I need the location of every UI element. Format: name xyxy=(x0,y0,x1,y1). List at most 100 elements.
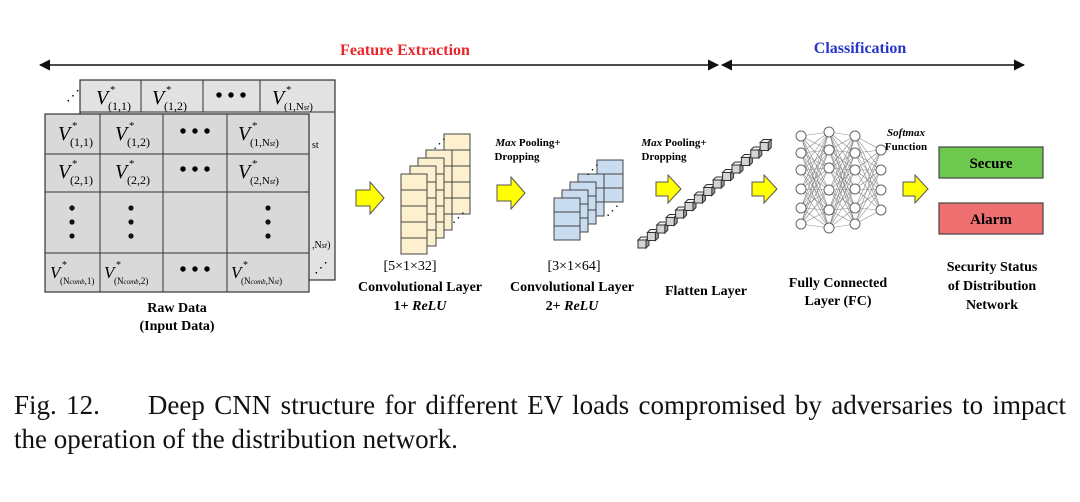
fc-neuron xyxy=(823,126,835,138)
svg-text:(1,1): (1,1) xyxy=(108,99,131,113)
fc-connection xyxy=(800,189,830,225)
conv1-activation-label: 1+ ReLU xyxy=(394,299,448,314)
svg-text:*: * xyxy=(72,120,78,132)
figure-caption-text: Deep CNN structure for different EV load… xyxy=(14,390,1066,454)
svg-text:*: * xyxy=(110,84,116,96)
flatten-cube xyxy=(750,149,760,159)
fc-connection xyxy=(800,131,830,154)
svg-text:*: * xyxy=(116,260,121,271)
fc-connection xyxy=(828,167,856,209)
svg-text:(1,1): (1,1) xyxy=(70,135,93,149)
svg-text:• • •: • • • xyxy=(179,121,210,143)
flatten-cube xyxy=(665,217,675,226)
fc-connection xyxy=(854,189,882,225)
conv1-feature-maps xyxy=(400,133,471,255)
svg-text:V: V xyxy=(58,123,73,145)
fc-connection xyxy=(828,149,856,209)
fc-neuron xyxy=(795,218,807,230)
security-status-label-line3: Network xyxy=(966,298,1018,313)
fc-connection xyxy=(800,135,830,191)
svg-text:,Nst): ,Nst) xyxy=(312,240,330,251)
security-status-label-line2: of Distribution xyxy=(948,279,1037,294)
fc-connection xyxy=(854,149,882,209)
fc-connection xyxy=(854,169,882,209)
fc-connection xyxy=(800,169,830,191)
svg-text:*: * xyxy=(129,158,135,170)
fc-neuron xyxy=(849,147,861,159)
flow-arrow-3 xyxy=(655,173,682,205)
fc-connection xyxy=(828,152,856,191)
fc-neuron xyxy=(849,183,861,195)
svg-text:V: V xyxy=(50,263,63,282)
fc-connection xyxy=(800,188,830,211)
fc-neuron xyxy=(849,130,861,142)
fc-neuron xyxy=(823,144,835,156)
fc-connection xyxy=(800,149,830,225)
fc-neuron xyxy=(823,162,835,174)
svg-text:(2,1): (2,1) xyxy=(70,173,93,187)
pool1-label: Max Pooling+ xyxy=(494,137,560,149)
fc-connection xyxy=(800,167,830,225)
svg-text:• • •: • • • xyxy=(179,259,210,281)
svg-text:(1,Nst): (1,Nst) xyxy=(250,137,279,149)
fc-neuron xyxy=(795,164,807,176)
svg-text:⋰: ⋰ xyxy=(606,203,619,218)
svg-text:*: * xyxy=(286,84,292,96)
svg-text:(Ncomb,1): (Ncomb,1) xyxy=(60,276,94,286)
fc-connection xyxy=(828,169,856,229)
flatten-cube xyxy=(646,232,656,241)
fc-connection xyxy=(828,135,856,191)
flatten-cube xyxy=(759,142,769,151)
svg-text:(Ncomb,2): (Ncomb,2) xyxy=(114,276,148,286)
fc-neuron xyxy=(849,202,861,214)
svg-text:V: V xyxy=(272,87,287,109)
fc-connection xyxy=(854,135,882,171)
svg-text:V: V xyxy=(96,87,111,109)
fc-connection xyxy=(800,131,830,171)
fc-connection xyxy=(800,131,830,209)
fc-neuron xyxy=(849,218,861,230)
svg-text:V: V xyxy=(238,123,253,145)
fc-connection xyxy=(854,152,882,191)
svg-text:V: V xyxy=(152,87,167,109)
svg-text:V: V xyxy=(238,161,253,183)
fc-connection xyxy=(828,152,856,229)
flow-arrow-4 xyxy=(751,173,778,205)
fc-connection xyxy=(854,135,882,211)
feature-extraction-label: Feature Extraction xyxy=(340,42,470,59)
flatten-layer-vector xyxy=(636,138,773,250)
figure-number: Fig. 12. xyxy=(14,390,100,420)
svg-text:• • •: • • • xyxy=(215,85,246,107)
flatten-cube xyxy=(684,202,694,211)
svg-text:⋰: ⋰ xyxy=(314,261,328,276)
fc-neuron xyxy=(875,184,887,196)
conv1-label: Convolutional Layer xyxy=(358,280,482,295)
fc-connection xyxy=(800,152,830,191)
flatten-label: Flatten Layer xyxy=(665,284,747,299)
raw-data-sublabel: (Input Data) xyxy=(139,319,214,334)
fully-connected-network xyxy=(795,126,887,234)
svg-text:• • •: • • • xyxy=(179,159,210,181)
raw-data-label: Raw Data xyxy=(147,301,207,316)
fc-neuron xyxy=(823,204,835,216)
fc-neuron xyxy=(795,130,807,142)
svg-text:(1,2): (1,2) xyxy=(164,99,187,113)
conv2-activation-label: 2+ ReLU xyxy=(546,299,600,314)
security-status-label: Security Status xyxy=(947,260,1038,275)
svg-text:*: * xyxy=(62,260,67,271)
flatten-cube xyxy=(722,172,732,181)
fc-neuron xyxy=(875,144,887,156)
fc-connection xyxy=(800,152,830,211)
fc-neuron xyxy=(795,147,807,159)
cnn-diagram: Feature Extraction Classification V * (1… xyxy=(38,40,1044,334)
svg-text:⋰: ⋰ xyxy=(66,89,80,104)
svg-text:⋰: ⋰ xyxy=(433,136,446,151)
classification-label: Classification xyxy=(814,40,907,57)
flow-arrow-5 xyxy=(902,173,929,205)
svg-text:⋰: ⋰ xyxy=(452,210,465,225)
pool2-sublabel: Dropping xyxy=(641,151,687,163)
fc-connection xyxy=(854,149,882,225)
flatten-cube xyxy=(731,164,741,174)
fc-connection xyxy=(854,188,882,211)
svg-text:V: V xyxy=(58,161,73,183)
